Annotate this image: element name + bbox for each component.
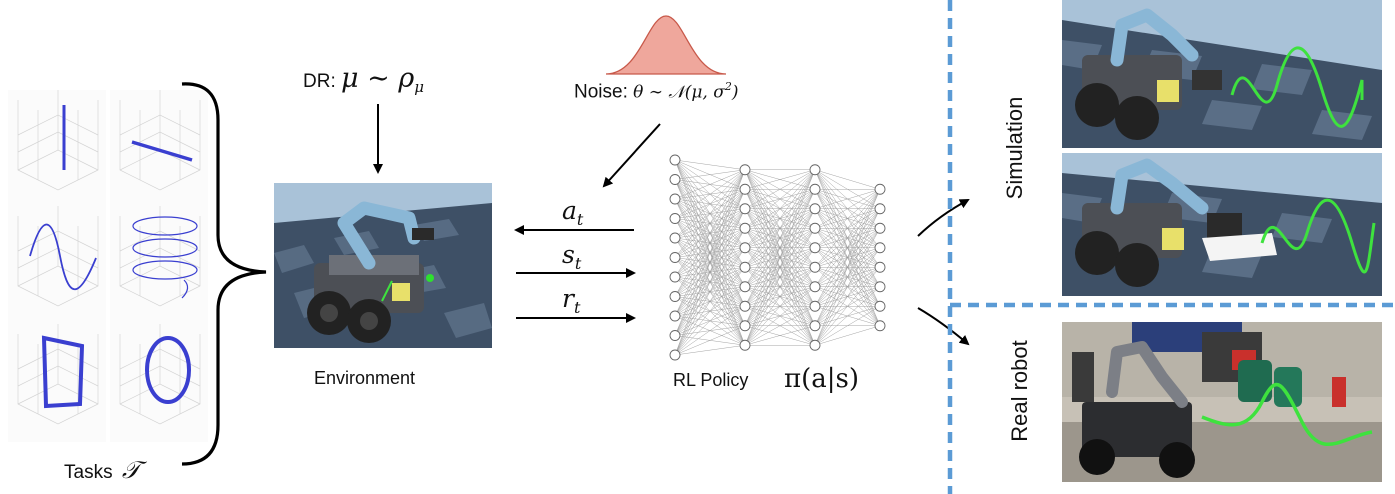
network-node-layer-3 xyxy=(809,242,821,254)
action-sub: t xyxy=(576,210,584,229)
network-node-layer-3 xyxy=(809,203,821,215)
network-node-layer-2 xyxy=(739,320,751,332)
real-robot-label: Real robot xyxy=(1007,340,1032,442)
environment-render xyxy=(274,183,492,348)
noise-arrow xyxy=(602,123,661,188)
network-node-layer-3 xyxy=(809,300,821,312)
task-diagonal-line xyxy=(109,89,209,209)
noise-formula: θ ∼ 𝒩(μ, σ xyxy=(633,82,725,103)
noise-label: Noise: θ ∼ 𝒩(μ, σ2) xyxy=(574,80,738,103)
network-node-layer-1 xyxy=(669,349,681,361)
network-node-layer-1 xyxy=(669,252,681,263)
task-square xyxy=(7,323,107,442)
action-label: at xyxy=(562,196,583,229)
network-node-layer-2 xyxy=(739,261,751,273)
policy-network xyxy=(669,154,886,361)
state-symbol: s xyxy=(562,240,575,269)
network-node-layer-2 xyxy=(739,183,751,195)
network-node-layer-4 xyxy=(874,183,886,195)
network-node-layer-3 xyxy=(809,164,821,176)
network-node-layer-2 xyxy=(739,281,751,293)
reward-sub: t xyxy=(573,298,581,317)
network-node-layer-3 xyxy=(809,320,821,332)
noise-formula-sup: 2 xyxy=(724,80,732,93)
network-node-layer-3 xyxy=(809,339,821,351)
policy-formula: π(a|s) xyxy=(784,364,859,394)
network-node-layer-1 xyxy=(669,232,681,244)
environment-label: Environment xyxy=(314,368,416,388)
network-node-layer-4 xyxy=(874,300,886,312)
dr-prefix: DR: xyxy=(303,71,336,92)
network-node-layer-4 xyxy=(874,242,886,254)
simulation-label: Simulation xyxy=(1002,96,1027,200)
network-node-layer-1 xyxy=(669,193,681,205)
network-node-layer-2 xyxy=(739,242,751,254)
simulation-render-top xyxy=(1062,0,1382,148)
network-node-layer-3 xyxy=(809,281,821,293)
simulation-render-bottom xyxy=(1062,153,1382,296)
noise-gaussian xyxy=(605,15,727,75)
network-node-layer-1 xyxy=(669,291,681,302)
policy-label: RL Policy xyxy=(673,370,749,390)
noise-prefix: Noise: xyxy=(574,81,628,103)
network-node-layer-4 xyxy=(874,320,886,332)
network-node-layer-2 xyxy=(739,300,751,312)
task-sine-wave xyxy=(7,205,107,325)
task-helix xyxy=(109,205,209,325)
tasks-label: Tasks xyxy=(64,462,113,483)
network-node-layer-4 xyxy=(874,222,886,234)
task-brace xyxy=(181,82,267,466)
network-node-layer-1 xyxy=(669,310,681,322)
task-circle xyxy=(109,323,209,442)
reward-symbol: r xyxy=(562,284,574,313)
network-node-layer-4 xyxy=(874,261,886,273)
network-node-layer-1 xyxy=(669,271,681,283)
network-node-layer-3 xyxy=(809,222,821,234)
network-node-layer-3 xyxy=(809,183,821,195)
network-node-layer-4 xyxy=(874,203,886,215)
network-node-layer-1 xyxy=(669,213,681,224)
real-robot-photo xyxy=(1062,322,1382,482)
noise-formula-end: ) xyxy=(731,82,739,103)
state-label: st xyxy=(562,240,581,273)
dr-formula: μ ∼ ρ xyxy=(341,63,415,94)
dr-formula-sub: μ xyxy=(414,77,424,96)
network-node-layer-1 xyxy=(669,330,681,341)
network-node-layer-2 xyxy=(739,164,751,176)
sim-arrow xyxy=(917,199,970,237)
network-edges xyxy=(674,159,881,356)
task-grid xyxy=(7,89,209,442)
network-node-layer-1 xyxy=(669,174,681,185)
network-node-layer-2 xyxy=(739,222,751,234)
network-node-layer-2 xyxy=(739,339,751,351)
state-sub: t xyxy=(574,254,582,273)
network-node-layer-1 xyxy=(669,154,681,166)
dr-label: DR: μ ∼ ρμ xyxy=(303,63,424,96)
network-node-layer-3 xyxy=(809,261,821,273)
network-node-layer-4 xyxy=(874,281,886,293)
network-node-layer-2 xyxy=(739,203,751,215)
tasks-symbol: 𝒯 xyxy=(121,456,141,484)
reward-label: rt xyxy=(562,284,580,317)
action-symbol: a xyxy=(562,196,577,225)
task-vertical-line xyxy=(7,89,107,209)
tasks-caption: Tasks 𝒯 xyxy=(64,456,140,484)
real-arrow xyxy=(917,307,970,346)
